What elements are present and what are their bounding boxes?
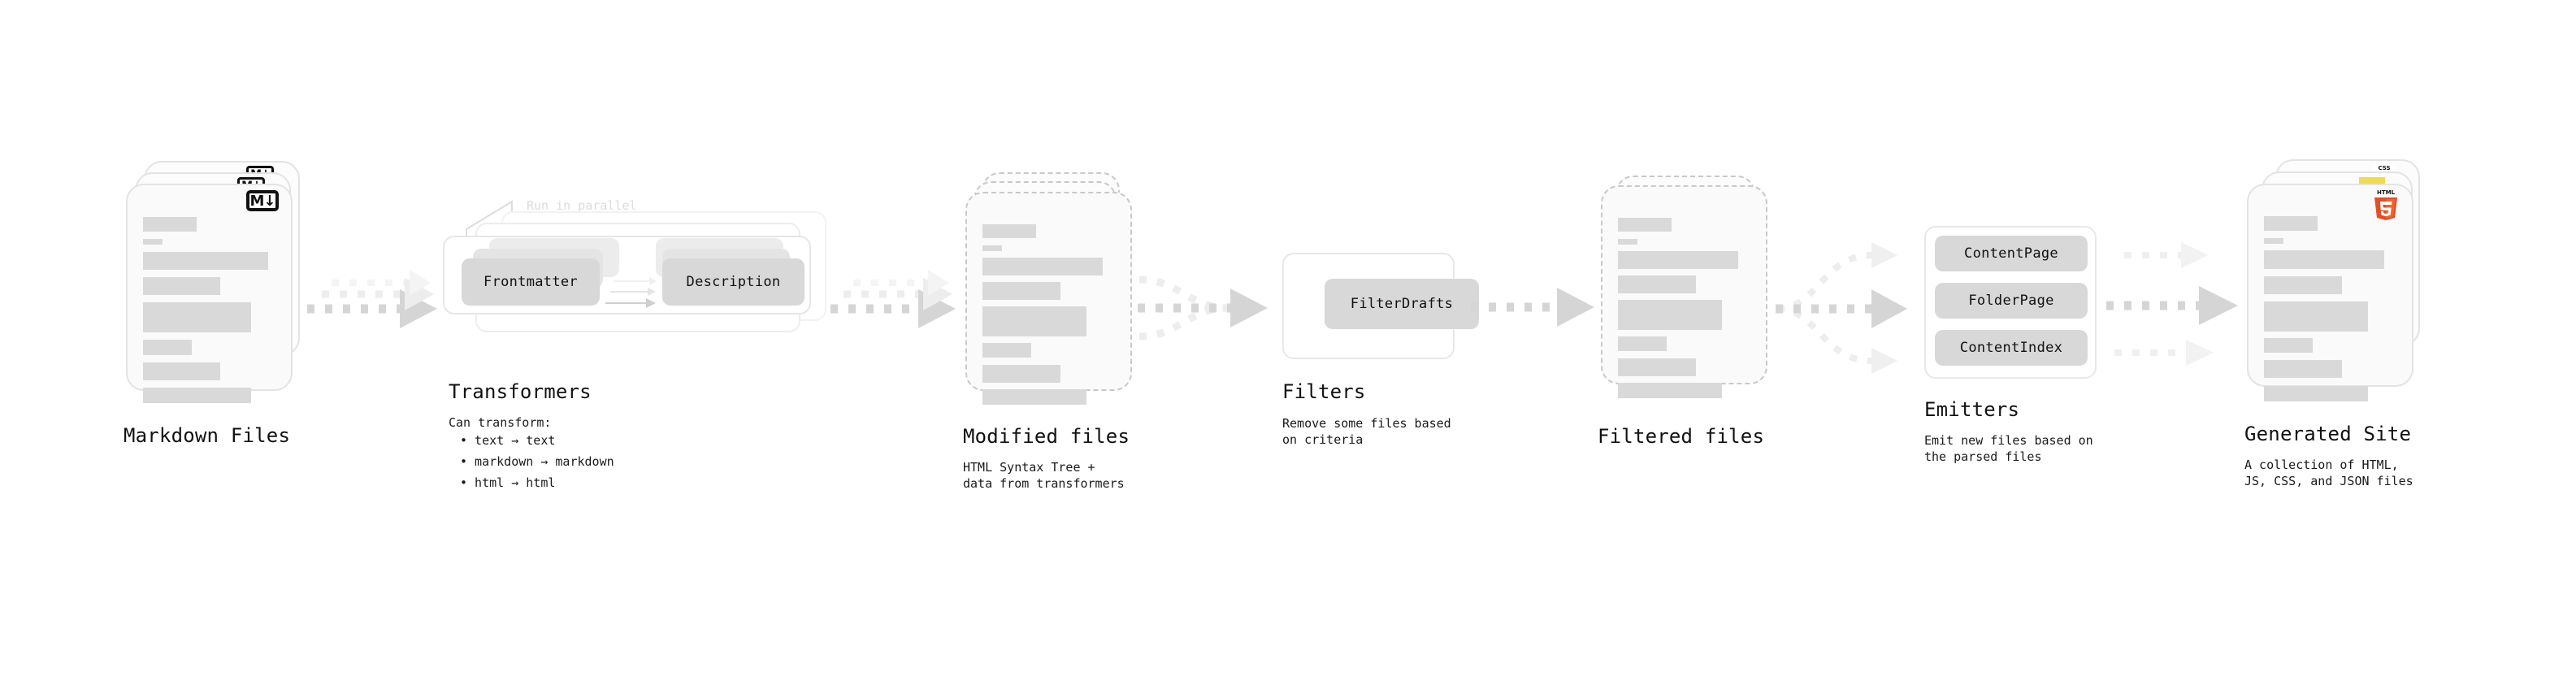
- modified-files-title: Modified files: [963, 425, 1130, 448]
- arrow-emitters-to-site: [2106, 242, 2238, 366]
- filtered-files-stack: [1601, 176, 1780, 436]
- transformers-subtitle: Can transform:: [449, 415, 552, 430]
- emitters-subtitle: Emit new files based on the parsed files: [1924, 433, 2093, 464]
- markdown-doc-front: [126, 184, 293, 403]
- html5-icon: HTML: [2374, 189, 2397, 220]
- generated-site-title: Generated Site: [2244, 423, 2412, 445]
- transformers-list-item-2: • html → html: [460, 475, 556, 490]
- arrow-filters-to-filtered: [1471, 288, 1594, 327]
- transformers-list-item-1: • markdown → markdown: [460, 454, 614, 469]
- transformers-group: Frontmatter Description Frontmatter Desc…: [443, 211, 833, 362]
- transformer-chip-frontmatter[interactable]: Frontmatter: [462, 258, 600, 306]
- markdown-files-stack: M↓ M↓ M↓: [126, 161, 305, 413]
- filtered-files-title: Filtered files: [1598, 425, 1765, 448]
- generated-site-stack: CSS HTML: [2247, 159, 2442, 427]
- filtered-doc-front: [1601, 185, 1767, 398]
- transformers-list-item-0: • text → text: [460, 433, 556, 448]
- run-in-parallel-label: Run in parallel: [527, 198, 637, 213]
- emitter-chip-contentindex[interactable]: ContentIndex: [1935, 330, 2088, 366]
- emitter-chip-folderpage[interactable]: FolderPage: [1935, 283, 2088, 319]
- arrow-markdown-to-transformers: [307, 270, 437, 328]
- modified-files-stack: [965, 172, 1144, 432]
- markdown-files-title: Markdown Files: [124, 424, 291, 447]
- transformer-chip-description[interactable]: Description: [662, 258, 804, 306]
- filters-title: Filters: [1282, 380, 1366, 403]
- transformers-title: Transformers: [449, 380, 592, 403]
- emitter-chip-contentpage[interactable]: ContentPage: [1935, 236, 2088, 271]
- modified-files-subtitle: HTML Syntax Tree + data from transformer…: [963, 460, 1125, 491]
- markdown-icon: M↓: [246, 190, 279, 211]
- filters-subtitle: Remove some files based on criteria: [1282, 416, 1451, 447]
- css-icon-label: CSS: [2373, 164, 2396, 173]
- transformers-inner-arrows: [605, 277, 657, 308]
- arrow-transformers-to-modified: [830, 270, 956, 328]
- arrow-filtered-to-emitters: [1776, 242, 1907, 374]
- arrow-modified-to-filters: [1138, 275, 1268, 340]
- emitters-title: Emitters: [1924, 398, 2020, 421]
- modified-doc-front: [965, 192, 1132, 405]
- generated-site-subtitle: A collection of HTML, JS, CSS, and JSON …: [2244, 458, 2413, 488]
- site-doc-front: [2247, 184, 2413, 401]
- filter-chip-filterdrafts[interactable]: FilterDrafts: [1325, 279, 1479, 329]
- svg-text:HTML: HTML: [2377, 189, 2396, 196]
